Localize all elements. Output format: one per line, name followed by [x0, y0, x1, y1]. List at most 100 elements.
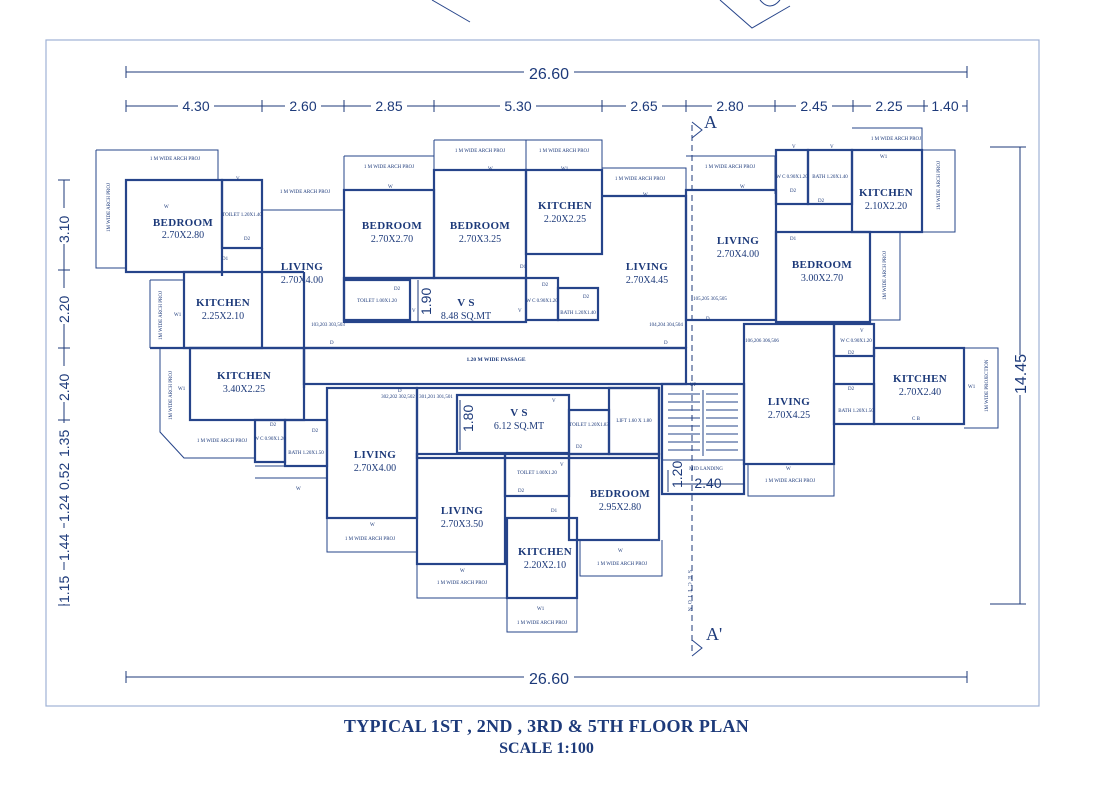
arch-proj-label: 1 M WIDE ARCH PROJ: [455, 149, 505, 154]
section-mark-a: A: [704, 112, 717, 132]
window-mark: W: [643, 193, 648, 198]
room-name-living-5: LIVING: [441, 505, 483, 517]
section-line: [691, 121, 703, 657]
arch-proj-label-vertical: 1M WIDE ARCH PROJ: [107, 183, 112, 232]
door-mark: D2: [394, 287, 401, 292]
section-label: SECTION: [686, 570, 692, 614]
flat-numbers-b: 104,204 304,504: [649, 323, 683, 328]
small-labels: 1.20 M WIDE PASSAGE 1 M WIDE ARCH PROJ 1…: [107, 137, 990, 626]
window-mark: W: [488, 167, 493, 172]
flat-numbers-d: 106,206 306,506: [745, 339, 779, 344]
opening-marks: D1 D2 D D1 D D D1 D2 D2 D D2 D2 D1 D2 D2…: [164, 145, 976, 612]
room-labels: BEDROOM 2.70X2.80 BEDROOM 2.70X2.70 BEDR…: [153, 187, 947, 571]
toilet-vs-label: TOILET 1.00X1.20: [357, 299, 397, 304]
room-name-kitchen-2: KITCHEN: [859, 187, 913, 199]
room-name-kitchen-4: KITCHEN: [217, 370, 271, 382]
bath-top-label: BATH 1.20X1.40: [812, 175, 848, 180]
drawing-scale: SCALE 1:100: [499, 740, 594, 757]
room-name-bedroom-5: BEDROOM: [590, 488, 650, 500]
dim-seg-5: 2.65: [630, 98, 657, 114]
room-name-kitchen-5: KITCHEN: [518, 546, 572, 558]
door-mark: D2: [848, 387, 855, 392]
mid-landing-label: MID LANDING: [689, 467, 723, 472]
door-mark: D2: [312, 429, 319, 434]
room-name-vs-2: V S: [510, 407, 528, 419]
walls: [95, 127, 999, 633]
window-mark: W1: [537, 607, 545, 612]
room-size-bedroom-2: 2.70X2.70: [371, 234, 413, 245]
flat-numbers-c: 105,205 305,505: [693, 297, 727, 302]
room-size-living-5: 2.70X3.50: [441, 519, 483, 530]
dim-left-8: 1.15: [56, 576, 72, 603]
cb-label: C B: [912, 417, 921, 422]
door-mark: D2: [790, 189, 797, 194]
dim-left-6: 1.24: [56, 495, 72, 522]
dim-seg-9: 1.40: [931, 98, 958, 114]
arch-proj-label: 1 M WIDE ARCH PROJ: [364, 165, 414, 170]
window-mark: W: [164, 205, 169, 210]
bottom-total-dimension: 26.60: [529, 671, 569, 688]
arch-proj-label: 1 M WIDE ARCH PROJ: [197, 439, 247, 444]
stair-dimension-a: 1.20: [669, 461, 685, 488]
bath-left-label: BATH 1.20X1.50: [288, 451, 324, 456]
room-size-living-3: 2.70X4.00: [717, 249, 759, 260]
dim-seg-8: 2.25: [875, 98, 902, 114]
toilet-c-label: TOILET 1.20X1.83: [569, 423, 609, 428]
stair-dimension-b: 2.40: [694, 475, 721, 491]
room-size-vs-1: 8.48 SQ.MT: [441, 311, 491, 322]
vs2-height-dimension: 1.80: [460, 405, 476, 432]
wc-right-label: W C 0.90X1.20: [840, 339, 872, 344]
door-mark: D: [330, 341, 334, 346]
top-segment-labels: 4.30 2.60 2.85 5.30 2.65 2.80 2.45 2.25 …: [178, 98, 962, 114]
drawing-frame: [45, 39, 1040, 707]
room-name-living-6: LIVING: [768, 396, 810, 408]
window-mark: W1: [880, 155, 888, 160]
arch-proj-label: 1 M WIDE ARCH PROJ: [517, 621, 567, 626]
up-label: UP: [690, 383, 697, 388]
room-size-bedroom-5: 2.95X2.80: [599, 502, 641, 513]
dim-seg-3: 2.85: [375, 98, 402, 114]
toilet-d-label: TOILET 1.00X1.20: [517, 471, 557, 476]
arch-proj-label: 1 M WIDE ARCH PROJ: [871, 137, 921, 142]
arch-proj-label-vertical: 1M WIDE ARCH PROJ: [159, 291, 164, 340]
ventilator-mark: V: [560, 463, 564, 468]
dim-seg-4: 5.30: [504, 98, 531, 114]
room-size-living-2: 2.70X4.45: [626, 275, 668, 286]
door-mark: D2: [542, 283, 549, 288]
ventilator-mark: V: [518, 309, 522, 314]
passage-label: 1.20 M WIDE PASSAGE: [466, 357, 525, 363]
wc-left-label: W C 0.90X1.20: [254, 437, 286, 442]
door-mark: D2: [270, 423, 277, 428]
window-mark: W: [388, 185, 393, 190]
arch-proj-label-vertical: 1M WIDE ARCH PROJ: [169, 371, 174, 420]
arch-proj-label: 1 M WIDE ARCH PROJ: [765, 479, 815, 484]
left-segment-labels: 3.10 2.20 2.40 1.35 0.52 1.24 1.44 1.15: [56, 208, 72, 604]
dim-seg-1: 4.30: [182, 98, 209, 114]
room-name-vs-1: V S: [457, 297, 475, 309]
arch-proj-label: 1 M WIDE ARCH PROJ: [615, 177, 665, 182]
arch-proj-label: 1 M WIDE ARCH PROJ: [539, 149, 589, 154]
door-mark: D2: [818, 199, 825, 204]
room-size-kitchen-1: 2.20X2.25: [544, 214, 586, 225]
dim-seg-6: 2.80: [716, 98, 743, 114]
room-name-kitchen-3: KITCHEN: [196, 297, 250, 309]
room-name-living-4: LIVING: [354, 449, 396, 461]
window-mark: W1: [968, 385, 976, 390]
arch-proj-label-vertical: 1M WIDE ARCH PROJ: [883, 251, 888, 300]
room-name-bedroom-1: BEDROOM: [153, 217, 213, 229]
dim-seg-2: 2.60: [289, 98, 316, 114]
room-name-living-2: LIVING: [626, 261, 668, 273]
arch-proj-label: 1 M WIDE ARCH PROJ: [150, 157, 200, 162]
arch-proj-label: 1 M WIDE ARCH PROJ: [437, 581, 487, 586]
dim-left-5: 0.52: [56, 463, 72, 490]
ventilator-mark: V: [552, 399, 556, 404]
window-mark: W1: [561, 167, 569, 172]
wc-top-label: W C 0.90X1.20: [776, 175, 808, 180]
door-mark: D: [706, 317, 710, 322]
inner-dimensions: [417, 280, 744, 492]
window-mark: W1: [178, 387, 186, 392]
top-crop-marks: [431, 0, 791, 29]
toilet-top-label: TOILET 1.20X1.40: [222, 213, 262, 218]
arch-proj-label: 1 M WIDE ARCH PROJ: [597, 562, 647, 567]
